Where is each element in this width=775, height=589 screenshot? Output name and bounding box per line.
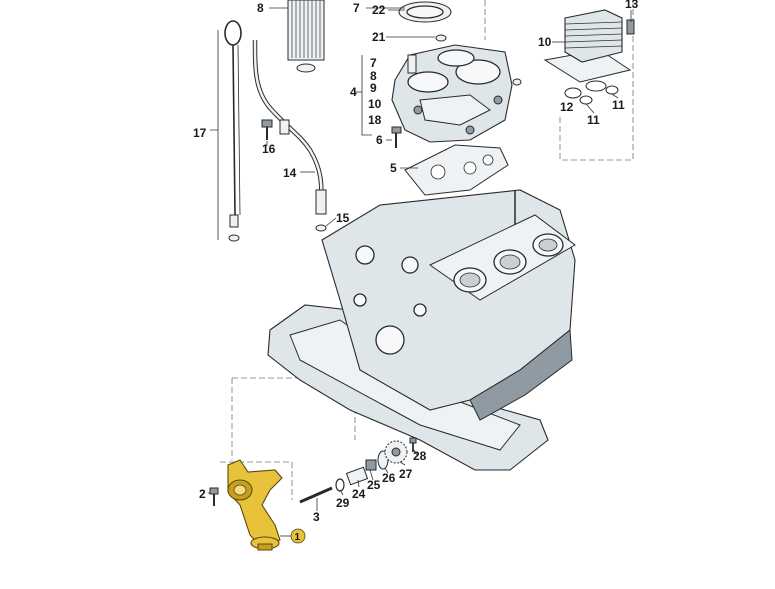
callout-29: 29 — [336, 496, 350, 510]
gasket-5-part — [404, 144, 509, 196]
callout-12: 12 — [560, 100, 574, 114]
oil-pump-part — [227, 459, 283, 551]
shaft-3-part — [299, 486, 333, 504]
callout-16: 16 — [262, 142, 276, 156]
filter-housing-part — [391, 1, 522, 143]
callout-1: 1 — [295, 532, 301, 543]
callout-8: 8 — [370, 69, 377, 83]
callout-7-top: 7 — [353, 1, 360, 15]
callout-27: 27 — [399, 467, 413, 481]
callout-17: 17 — [193, 126, 207, 140]
group-frames — [220, 0, 634, 500]
bolt-2-part — [209, 487, 219, 506]
callout-8-filter: 8 — [257, 1, 264, 15]
oil-filter-part — [287, 0, 325, 73]
dipstick-tube-part — [252, 39, 327, 232]
callout-28: 28 — [413, 449, 427, 463]
callout-1-badge: 1 — [290, 528, 306, 544]
callout-15: 15 — [336, 211, 350, 225]
callout-9: 9 — [370, 81, 377, 95]
bolt-6-part — [391, 126, 402, 148]
callout-18: 18 — [368, 113, 382, 127]
callout-5: 5 — [390, 161, 397, 175]
callout-7: 7 — [370, 56, 377, 70]
bolt-16-part — [261, 119, 273, 140]
drive-parts — [335, 437, 417, 492]
callout-4: 4 — [350, 85, 357, 99]
leader-lines — [208, 7, 632, 537]
callout-labels: 8 7 22 21 7 8 9 4 10 18 6 5 10 13 12 11 … — [193, 0, 639, 544]
callout-25: 25 — [367, 478, 381, 492]
callout-3: 3 — [313, 510, 320, 524]
dipstick-part — [224, 20, 242, 242]
callout-13: 13 — [625, 0, 639, 11]
callout-14: 14 — [283, 166, 297, 180]
callout-6: 6 — [376, 133, 383, 147]
callout-24: 24 — [352, 487, 366, 501]
callout-21: 21 — [372, 30, 386, 44]
callout-10-housing: 10 — [368, 97, 382, 111]
callout-26: 26 — [382, 471, 396, 485]
engine-block-part — [267, 189, 576, 471]
callout-11-lower: 11 — [587, 113, 600, 127]
callout-2: 2 — [199, 487, 206, 501]
callout-11-right: 11 — [612, 98, 625, 112]
oil-cooler-part — [543, 9, 635, 105]
callout-22: 22 — [372, 3, 386, 17]
callout-10-cooler: 10 — [538, 35, 552, 49]
